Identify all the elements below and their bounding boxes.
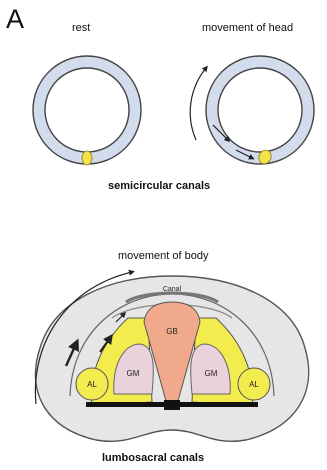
semicircular-canal-moving [190,56,314,166]
lumbosacral-canals-caption: lumbosacral canals [102,452,204,464]
al-right-label: AL [249,380,259,389]
cupula-rest [82,151,92,165]
central-canal-notch [164,400,180,410]
gm-right-label: GM [205,369,218,378]
head-movement-arrow [190,68,206,140]
lumbosacral-diagram: Canal GB GM GM AL AL [35,272,308,441]
semicircular-canal-rest [33,56,141,165]
semicircular-canals-caption: semicircular canals [108,180,210,192]
movement-of-head-label: movement of head [202,22,293,34]
rest-label: rest [72,22,90,34]
gm-left-label: GM [127,369,140,378]
panel-letter: A [6,4,24,35]
gb-label: GB [166,327,178,336]
al-left-label: AL [87,380,97,389]
movement-of-body-label: movement of body [118,250,209,262]
canal-label: Canal [163,286,182,293]
